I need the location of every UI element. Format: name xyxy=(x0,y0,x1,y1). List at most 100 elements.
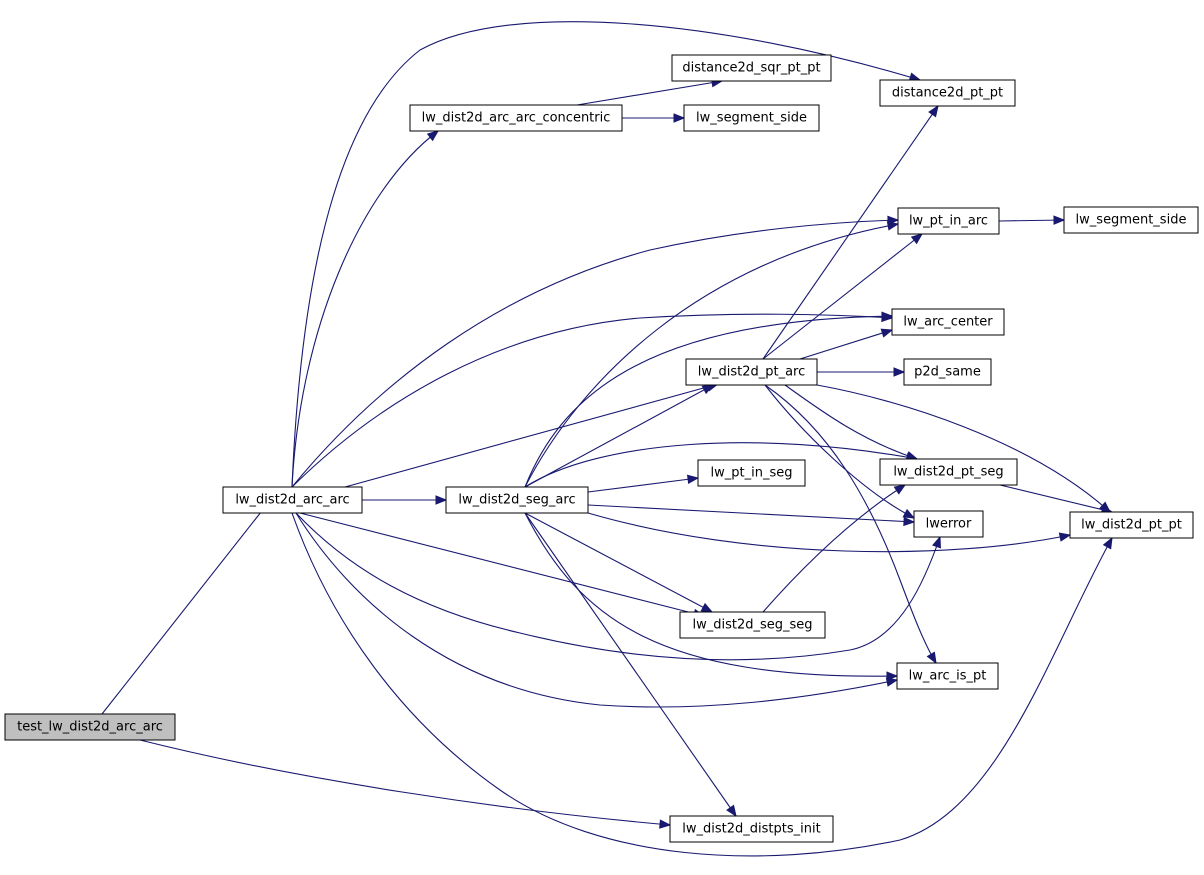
edge-arrowhead xyxy=(926,651,937,665)
node-label: lw_pt_in_arc xyxy=(909,214,988,229)
edge-line xyxy=(291,313,893,488)
node-box xyxy=(4,713,176,741)
node-box xyxy=(697,459,806,487)
edge-arrowhead xyxy=(1058,532,1072,542)
node-distpts-init[interactable]: lw_dist2d_distpts_init xyxy=(669,815,834,843)
node-arc-center[interactable]: lw_arc_center xyxy=(891,308,1005,336)
node-seg-seg[interactable]: lw_dist2d_seg_seg xyxy=(679,611,826,639)
node-box xyxy=(683,104,820,132)
edge-line xyxy=(587,512,1071,553)
node-box xyxy=(685,358,818,386)
node-label: test_lw_dist2d_arc_arc xyxy=(17,720,163,735)
edge-arrowhead xyxy=(885,677,899,687)
node-box xyxy=(903,358,992,386)
edge-pt_arc-to-pt_seg xyxy=(784,384,919,461)
node-label: lwerror xyxy=(926,517,972,532)
node-arc-arc[interactable]: lw_dist2d_arc_arc xyxy=(222,486,363,514)
node-test-arc-arc[interactable]: test_lw_dist2d_arc_arc xyxy=(4,713,176,741)
edge-seg_arc-to-pt_in_seg xyxy=(587,474,700,493)
edge-line xyxy=(524,315,893,488)
edge-line xyxy=(764,384,915,519)
node-box xyxy=(891,308,1005,336)
node-label: lw_dist2d_arc_arc_concentric xyxy=(422,111,611,126)
node-arc-is-pt[interactable]: lw_arc_is_pt xyxy=(896,662,999,690)
edge-line xyxy=(524,512,737,817)
edge-line xyxy=(101,492,277,715)
node-box xyxy=(671,54,832,82)
edge-arrowhead xyxy=(932,535,941,549)
node-box xyxy=(669,815,834,843)
edge-line xyxy=(799,329,893,360)
node-seg-side-1[interactable]: lw_segment_side xyxy=(683,104,820,132)
edge-line xyxy=(524,223,899,488)
edge-line xyxy=(764,384,937,664)
edge-arc_arc-to-concentric xyxy=(291,130,440,488)
node-p2d-same[interactable]: p2d_same xyxy=(903,358,992,386)
node-pt-seg[interactable]: lw_dist2d_pt_seg xyxy=(879,458,1018,486)
edge-arc_arc-to-seg_seg xyxy=(299,512,706,618)
edge-line xyxy=(998,219,1065,222)
edge-line xyxy=(762,233,923,360)
edge-line xyxy=(999,484,1113,513)
edge-line xyxy=(816,384,1111,513)
edge-line xyxy=(299,512,705,617)
edge-arrowhead xyxy=(902,508,916,519)
edge-arc_arc-to-pt_pt xyxy=(291,512,1113,857)
edge-arrowhead xyxy=(701,384,715,395)
node-lwerror[interactable]: lwerror xyxy=(913,510,984,538)
node-box xyxy=(896,662,999,690)
edge-pt_arc-to-pt_in_arc xyxy=(762,233,924,360)
node-pt-in-arc[interactable]: lw_pt_in_arc xyxy=(897,207,1000,235)
edge-seg_arc-to-seg_seg xyxy=(524,512,714,613)
node-label: lw_dist2d_distpts_init xyxy=(682,822,820,837)
edge-arrowhead xyxy=(928,104,939,118)
edge-test_arc_arc-to-arc_arc xyxy=(101,491,277,715)
edge-arrowhead xyxy=(700,602,714,613)
edge-line xyxy=(524,384,714,488)
edge-line xyxy=(587,504,915,523)
edge-line xyxy=(139,739,671,826)
edge-line xyxy=(344,383,719,488)
node-label: lw_arc_center xyxy=(903,315,993,330)
edge-arc_arc-to-seg_arc xyxy=(362,495,448,505)
node-dsqr[interactable]: distance2d_sqr_pt_pt xyxy=(671,54,832,82)
edge-arrowhead xyxy=(881,311,894,321)
edge-pt_arc-to-dpt xyxy=(762,104,939,360)
edge-arrowhead xyxy=(893,367,906,377)
edge-seg_arc-to-lwerror xyxy=(587,504,916,527)
node-box xyxy=(679,611,826,639)
edge-arrowhead xyxy=(659,819,672,829)
edge-pt_arc-to-pt_pt xyxy=(816,384,1112,513)
node-box xyxy=(1069,511,1194,539)
node-concentric[interactable]: lw_dist2d_arc_arc_concentric xyxy=(409,104,623,132)
node-label: distance2d_sqr_pt_pt xyxy=(682,61,820,76)
edge-arrowhead xyxy=(1102,536,1113,550)
edge-arrowhead xyxy=(673,113,686,123)
edge-concentric-to-dsqr xyxy=(576,78,724,106)
node-pt-in-seg[interactable]: lw_pt_in_seg xyxy=(697,459,806,487)
edge-arrowhead xyxy=(1053,215,1066,225)
node-label: lw_dist2d_seg_seg xyxy=(692,618,812,633)
edge-arc_arc-to-lwerror xyxy=(295,512,941,661)
node-box xyxy=(445,486,589,514)
node-label: lw_dist2d_pt_seg xyxy=(893,465,1003,480)
edge-pt_in_arc-to-seg_side_2 xyxy=(998,215,1066,225)
node-pt-arc[interactable]: lw_dist2d_pt_arc xyxy=(685,358,818,386)
node-label: lw_segment_side xyxy=(696,111,807,126)
node-box xyxy=(409,104,623,132)
edge-seg_arc-to-distpts_init xyxy=(524,512,737,818)
edge-line xyxy=(576,80,723,106)
edge-arc_arc-to-arc_is_pt xyxy=(295,512,899,708)
node-dpt[interactable]: distance2d_pt_pt xyxy=(879,79,1016,107)
node-box xyxy=(879,458,1018,486)
node-box xyxy=(1063,206,1199,234)
node-box xyxy=(222,486,363,514)
node-box xyxy=(897,207,1000,235)
edge-layer xyxy=(101,21,1114,857)
edge-arrowhead xyxy=(893,484,907,495)
node-pt-pt[interactable]: lw_dist2d_pt_pt xyxy=(1069,511,1194,539)
node-seg-side-2[interactable]: lw_segment_side xyxy=(1063,206,1199,234)
node-seg-arc[interactable]: lw_dist2d_seg_arc xyxy=(445,486,589,514)
node-label: lw_arc_is_pt xyxy=(909,669,987,684)
